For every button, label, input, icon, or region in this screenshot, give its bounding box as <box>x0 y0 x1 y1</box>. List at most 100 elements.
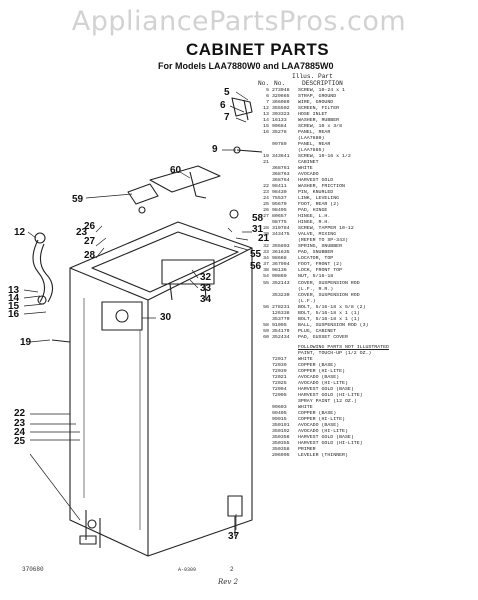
callout-58: 58 <box>252 213 264 224</box>
callout-28: 28 <box>84 250 96 261</box>
parts-key: 38 <box>263 268 269 274</box>
header-desc: DESCRIPTION <box>302 80 343 87</box>
parts-pn: 72021 <box>272 374 287 380</box>
parts-desc: COVER, SUSPENSION ROD <box>298 292 360 298</box>
parts-key: 54 <box>263 274 269 280</box>
callout-24: 24 <box>14 427 26 438</box>
callout-12: 12 <box>14 227 26 238</box>
parts-desc: SPRING, SNUBBER <box>298 244 343 250</box>
parts-pn: 352143 <box>272 280 290 286</box>
parts-key: 58 <box>263 322 269 328</box>
parts-desc: SCREW, TAPPER 10-12 <box>298 226 354 232</box>
header-no: No. <box>258 80 270 87</box>
parts-row: 72039 COPPER (BASE) <box>258 363 470 369</box>
parts-key: 14 <box>263 118 269 124</box>
callout-37: 37 <box>228 531 240 542</box>
parts-desc: SPRAY PAINT (12 OZ.) <box>298 398 357 404</box>
parts-desc: SCREW, 10-16 x 1/2 <box>298 154 351 160</box>
parts-desc: HOSE INLET <box>298 112 328 118</box>
parts-pn: 353230 <box>272 292 290 298</box>
parts-desc: (L.F., R.R.) <box>298 286 334 292</box>
parts-key: 27 <box>263 214 269 220</box>
parts-desc: HARVEST GOLD (BASE) <box>298 434 354 440</box>
callout-6: 6 <box>220 100 226 111</box>
parts-desc: WHITE <box>298 356 313 362</box>
parts-row: (LAA7880) <box>258 136 470 142</box>
parts-desc: PIN, KNURLED <box>298 190 334 196</box>
parts-desc: FOLLOWING PARTS NOT ILLUSTRATED <box>298 344 389 350</box>
parts-desc: WIRE, GROUND <box>298 100 334 106</box>
parts-pn: 98495 <box>272 208 287 214</box>
parts-desc: PAD, SNUBBER <box>298 250 334 256</box>
diagram-id: A-9309 <box>178 567 197 573</box>
parts-desc: (L.F.) <box>298 298 316 304</box>
parts-pn: 72039 <box>272 362 287 368</box>
parts-desc: COPPER (BASE) <box>298 410 337 416</box>
parts-key: 30 <box>263 232 269 238</box>
parts-desc: PRIMER <box>298 446 316 452</box>
parts-desc: VALVE, MIXING <box>298 232 337 238</box>
parts-key: 5 <box>266 88 269 93</box>
parts-desc: HARVEST GOLD (BASE) <box>298 386 354 392</box>
header-pn: No. <box>274 80 286 87</box>
parts-key: 15 <box>263 124 269 130</box>
callout-25: 25 <box>14 436 26 447</box>
parts-key: 26 <box>263 208 269 214</box>
parts-desc: WASHER, RUBBER <box>298 118 340 124</box>
callout-59: 59 <box>72 194 84 205</box>
parts-key: 13 <box>263 112 269 118</box>
parts-pn: 355803 <box>272 244 290 250</box>
parts-pn: 343641 <box>272 154 290 160</box>
parts-pn: 72025 <box>272 380 287 386</box>
parts-desc: BOLT, 5/16-18 x 1 (1) <box>298 310 360 316</box>
parts-desc: BALL, SUSPENSION ROD (3) <box>298 322 369 328</box>
parts-pn: 95679 <box>272 202 287 208</box>
parts-pn: 350355 <box>272 440 290 446</box>
parts-pn: 361635 <box>272 250 290 256</box>
parts-pn: 310784 <box>272 226 290 232</box>
parts-pn: 273048 <box>272 88 290 93</box>
parts-key: 37 <box>263 262 269 268</box>
callout-33: 33 <box>200 283 212 294</box>
parts-pn: 126338 <box>272 310 290 316</box>
parts-pn: 90684 <box>272 124 287 130</box>
parts-desc: CABINET <box>298 160 319 166</box>
parts-desc: HARVEST GOLD <box>298 178 334 184</box>
parts-row: (LAA7885) <box>258 148 470 154</box>
parts-desc: NUT, 5/16-18 <box>298 274 334 280</box>
parts-key: 25 <box>263 202 269 208</box>
parts-desc: COPPER (BASE) <box>298 362 337 368</box>
parts-desc: COPPER (HI-LITE) <box>298 416 345 422</box>
parts-desc: LOCATOR, TOP <box>298 256 334 262</box>
parts-pn: 355502 <box>272 106 290 112</box>
parts-pn: 90860 <box>272 274 287 280</box>
parts-pn: 98430 <box>272 190 287 196</box>
callout-15: 15 <box>8 301 20 312</box>
parts-pn: 98775 <box>272 220 287 226</box>
parts-desc: SCREEN, FILTER <box>298 106 340 112</box>
parts-pn: 329665 <box>272 94 290 100</box>
parts-key: 22 <box>263 184 269 190</box>
callout-16: 16 <box>8 309 20 320</box>
parts-key: 55 <box>263 280 269 286</box>
